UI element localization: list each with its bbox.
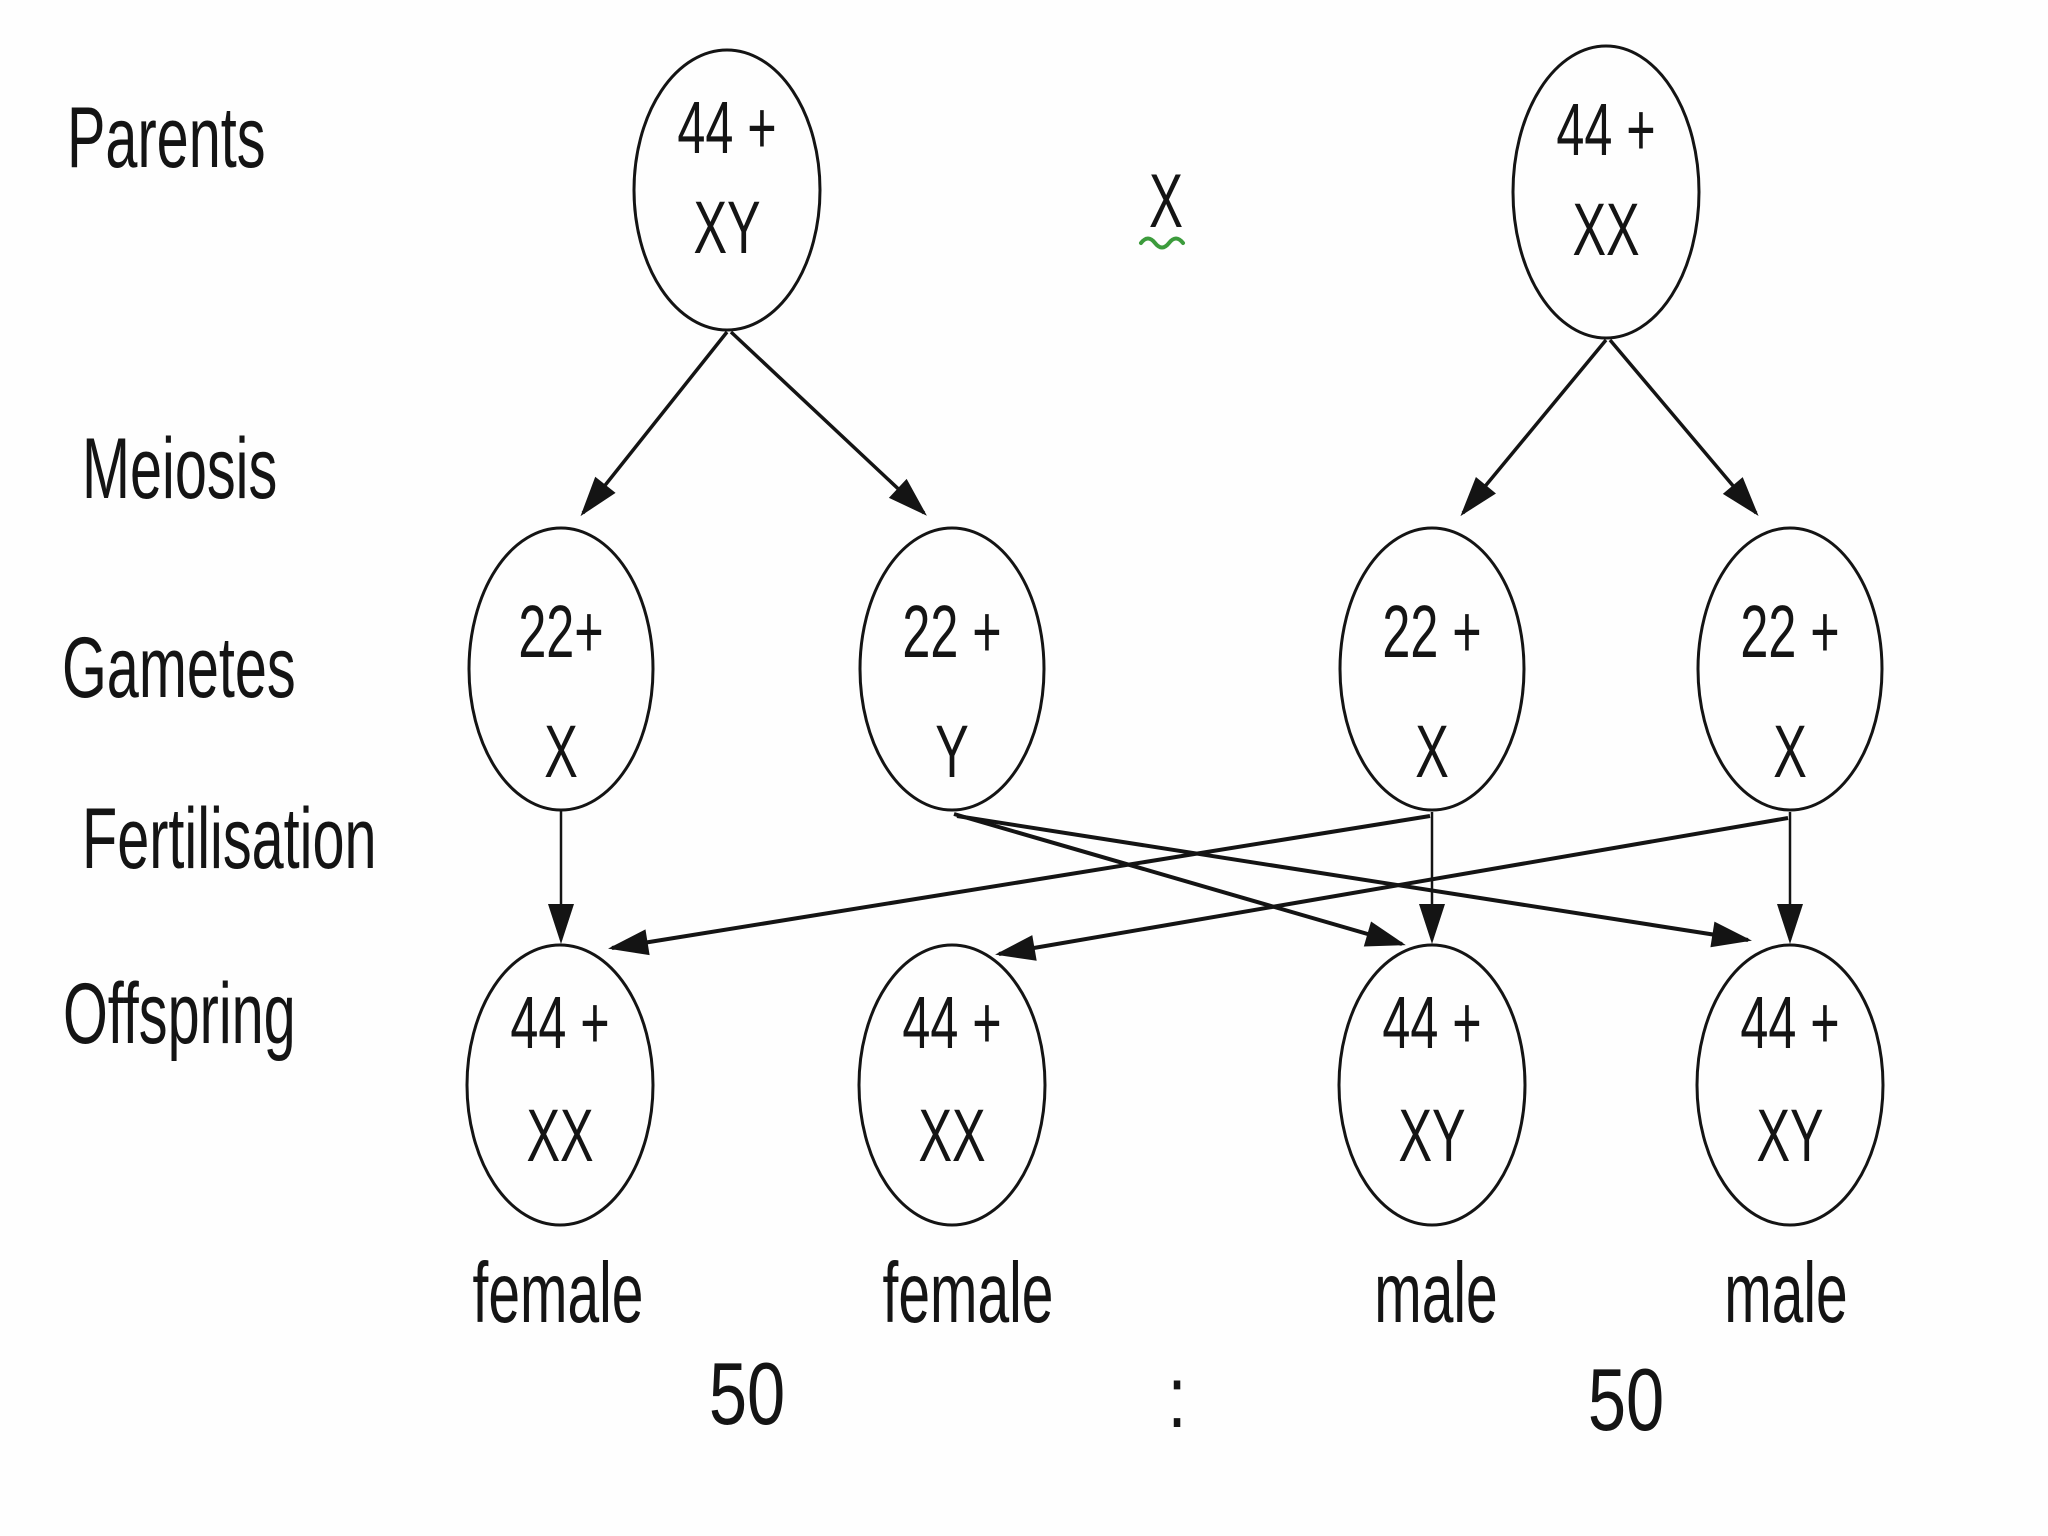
meiosis-arrows: [580, 330, 1759, 517]
fertilisation-arrows: [548, 810, 1803, 961]
arrow-mother-to-gamete-x2: [1608, 338, 1759, 517]
gamete3-ellipse: [1338, 526, 1526, 812]
gamete2-chromosomes: 22 +: [902, 592, 1001, 674]
arrow-gamete2-to-offspring3: [953, 812, 1406, 947]
ratio-left-value: 50: [709, 1345, 785, 1443]
gamete-node-2: 22 + Y: [858, 526, 1046, 812]
parent-node-father: 44 + XY: [632, 48, 822, 332]
ratio-separator: :: [1167, 1348, 1186, 1446]
gamete2-sex-chromosome: Y: [935, 712, 969, 794]
gamete1-sex-chromosome: X: [544, 712, 578, 794]
offspring2-ellipse: [857, 943, 1047, 1227]
offspring3-sex-label: male: [1374, 1247, 1497, 1341]
offspring3-chromosomes: 44 +: [1382, 983, 1481, 1065]
gamete2-ellipse: [858, 526, 1046, 812]
gamete1-ellipse: [467, 526, 655, 812]
offspring-node-3: 44 + XY: [1337, 943, 1527, 1227]
ratio-right-value: 50: [1588, 1351, 1664, 1449]
row-label-meiosis: Meiosis: [82, 420, 277, 516]
offspring1-sex-chromosomes: XX: [526, 1096, 593, 1178]
arrow-gamete2-to-offspring4: [956, 814, 1752, 948]
gamete4-sex-chromosome: X: [1773, 712, 1807, 794]
offspring1-chromosomes: 44 +: [510, 983, 609, 1065]
parent-mother-chromosomes: 44 +: [1556, 90, 1655, 172]
spellcheck-squiggle: [1139, 236, 1185, 250]
gamete3-sex-chromosome: X: [1415, 712, 1449, 794]
offspring2-sex-label: female: [883, 1247, 1054, 1341]
offspring4-sex-chromosomes: XY: [1756, 1096, 1823, 1178]
arrow-father-to-gamete-y: [729, 330, 927, 516]
gamete4-chromosomes: 22 +: [1740, 592, 1839, 674]
gamete3-chromosomes: 22 +: [1382, 592, 1481, 674]
parent-father-ellipse: [632, 48, 822, 332]
arrow-father-to-gamete-x: [580, 330, 729, 517]
offspring2-sex-chromosomes: XX: [918, 1096, 985, 1178]
offspring-node-1: 44 + XX: [465, 943, 655, 1227]
gamete-node-4: 22 + X: [1696, 526, 1884, 812]
arrow-mother-to-gamete-x1: [1460, 338, 1608, 517]
offspring-node-2: 44 + XX: [857, 943, 1047, 1227]
offspring2-chromosomes: 44 +: [902, 983, 1001, 1065]
arrow-gamete3-to-offspring1: [608, 814, 1431, 956]
offspring-node-4: 44 + XY: [1695, 943, 1885, 1227]
offspring3-ellipse: [1337, 943, 1527, 1227]
offspring4-chromosomes: 44 +: [1740, 983, 1839, 1065]
offspring1-sex-label: female: [473, 1247, 644, 1341]
parent-father-chromosomes: 44 +: [677, 88, 776, 170]
gamete1-chromosomes: 22+: [518, 592, 603, 674]
row-label-gametes: Gametes: [62, 619, 296, 715]
parent-father-sex-chromosomes: XY: [693, 188, 760, 270]
cross-symbol: X: [1149, 158, 1183, 244]
row-label-offspring: Offspring: [63, 965, 296, 1061]
gamete-node-3: 22 + X: [1338, 526, 1526, 812]
offspring4-ellipse: [1695, 943, 1885, 1227]
offspring4-sex-label: male: [1724, 1247, 1847, 1341]
row-label-fertilisation: Fertilisation: [82, 790, 377, 886]
parent-node-mother: 44 + XX: [1511, 44, 1701, 340]
offspring3-sex-chromosomes: XY: [1398, 1096, 1465, 1178]
gamete-node-1: 22+ X: [467, 526, 655, 812]
row-label-parents: Parents: [67, 89, 266, 185]
gamete4-ellipse: [1696, 526, 1884, 812]
parent-mother-sex-chromosomes: XX: [1572, 190, 1639, 272]
offspring1-ellipse: [465, 943, 655, 1227]
parent-mother-ellipse: [1511, 44, 1701, 340]
